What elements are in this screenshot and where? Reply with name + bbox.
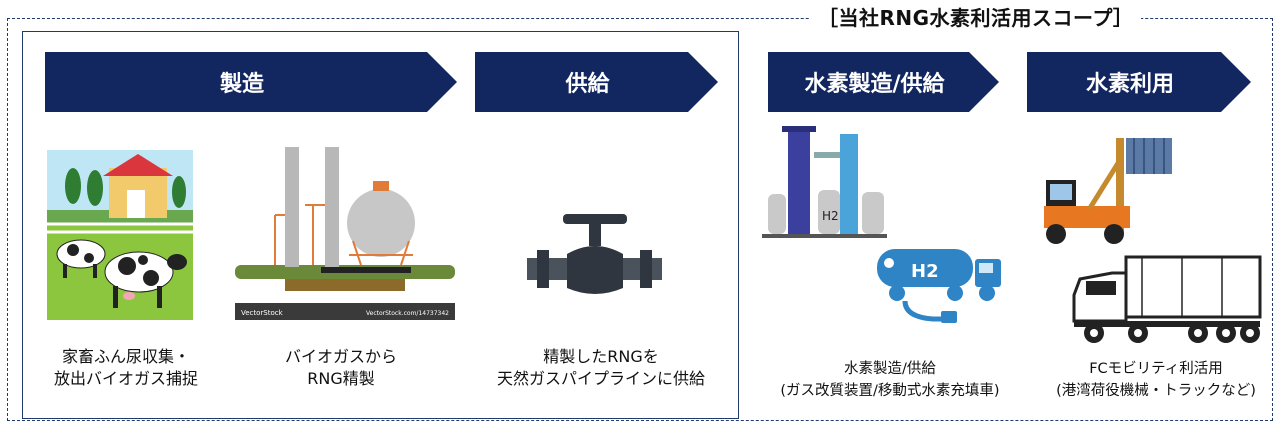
caption-pipeline: 精製したRNGを 天然ガスパイプラインに供給 — [474, 346, 728, 390]
arrow-supply-label: 供給 — [565, 72, 610, 97]
caption-livestock-line1: 家畜ふん尿収集・ — [61, 347, 190, 366]
rng-refinery-illustration: VectorStock VectorStock.com/14737342 — [235, 147, 455, 320]
scope-title: ［当社RNG水素利活用スコープ］ — [810, 2, 1142, 31]
fc-truck-illustration — [1072, 255, 1262, 343]
hydrogen-plant-illustration: H2 — [762, 126, 887, 238]
arrow-h2-use-label: 水素利用 — [1085, 72, 1174, 97]
vectorstock-watermark-right: VectorStock.com/14737342 — [366, 310, 449, 317]
arrow-h2-use: 水素利用 — [1027, 52, 1251, 112]
caption-pipeline-line1: 精製したRNGを — [543, 347, 659, 366]
vectorstock-watermark-left: VectorStock — [241, 309, 284, 317]
farm-cow-illustration — [47, 150, 193, 320]
truck-h2-label: H2 — [911, 261, 939, 282]
caption-h2-mobility-line1: FCモビリティ利活用 — [1089, 361, 1223, 377]
fc-cargo-handler-illustration — [1044, 138, 1172, 244]
caption-refining-line2: RNG精製 — [307, 369, 375, 388]
hydrogen-tanker-truck-icon: H2 — [877, 249, 1001, 323]
caption-livestock-line2: 放出バイオガス捕捉 — [53, 369, 198, 388]
h2-tank-label: H2 — [822, 209, 839, 223]
caption-refining: バイオガスから RNG精製 — [246, 346, 436, 390]
caption-h2-mobility: FCモビリティ利活用 (港湾荷役機械・トラックなど) — [1040, 358, 1272, 402]
caption-refining-line1: バイオガスから — [284, 347, 397, 366]
rng-section-box — [22, 31, 739, 419]
arrow-h2-production-label: 水素製造/供給 — [804, 72, 945, 97]
caption-h2-supply: 水素製造/供給 (ガス改質装置/移動式水素充填車) — [742, 358, 1038, 402]
caption-pipeline-line2: 天然ガスパイプラインに供給 — [496, 369, 705, 388]
arrow-manufacture: 製造 — [45, 52, 457, 112]
caption-h2-supply-line2: (ガス改質装置/移動式水素充填車) — [780, 383, 1000, 399]
pipeline-valve-icon — [527, 214, 662, 294]
caption-livestock: 家畜ふん尿収集・ 放出バイオガス捕捉 — [26, 346, 226, 390]
arrow-supply: 供給 — [475, 52, 718, 112]
scope-dashed-border — [7, 18, 1273, 421]
caption-h2-mobility-line2: (港湾荷役機械・トラックなど) — [1056, 383, 1256, 399]
caption-h2-supply-line1: 水素製造/供給 — [844, 361, 936, 377]
arrow-manufacture-label: 製造 — [219, 72, 264, 97]
arrow-h2-production: 水素製造/供給 — [768, 52, 999, 112]
